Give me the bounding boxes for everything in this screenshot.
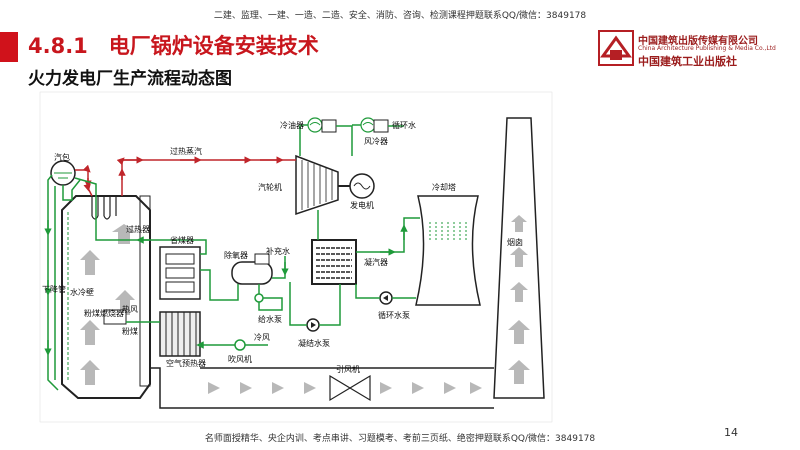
air-preheater (159, 311, 201, 357)
diagram-frame (39, 91, 553, 423)
slide-subtitle: 火力发电厂生产流程动态图 (28, 69, 232, 89)
label-blower: 吹风机 (228, 354, 252, 364)
label-generator: 发电机 (350, 200, 374, 210)
label-deaerator: 除氧器 (224, 250, 248, 260)
label-pulverized-coal: 粉煤 (122, 326, 138, 336)
label-circ-pump: 循环水泵 (378, 310, 410, 320)
page-number: 14 (724, 426, 738, 439)
publisher-name-calligraphy: 中国建筑工业出版社 (638, 55, 737, 68)
label-drum: 汽包 (54, 152, 70, 162)
condenser (311, 239, 357, 285)
steam-turbine (295, 154, 350, 216)
label-economizer: 省煤器 (170, 235, 194, 245)
cooling-tower (415, 195, 481, 306)
label-cooling-tower: 冷却塔 (432, 182, 456, 192)
label-cold-air: 冷风 (254, 332, 270, 342)
label-turbine: 汽轮机 (258, 182, 282, 192)
label-coal-burner: 粉煤燃烧器 (84, 308, 124, 318)
chimney (493, 117, 545, 399)
label-air-cooler: 风冷器 (364, 136, 388, 146)
label-hot-air: 热风 (122, 304, 138, 314)
label-induced-fan: 引风机 (336, 364, 360, 374)
deaerator (231, 253, 273, 285)
label-cond-pump: 凝结水泵 (298, 338, 330, 348)
label-superheater: 过热器 (126, 224, 150, 234)
label-chimney: 烟囱 (507, 237, 523, 247)
steam-drum (50, 160, 76, 186)
generator (349, 173, 375, 199)
label-water-wall: 水冷壁 (70, 287, 94, 297)
title-accent-bar (0, 32, 18, 62)
section-title: 4.8.1 电厂锅炉设备安装技术 (28, 34, 319, 58)
water-lines (44, 124, 420, 391)
label-superheated-steam: 过热蒸汽 (170, 146, 202, 156)
top-banner: 二建、监理、一建、一造、二造、安全、消防、咨询、检测课程押题联系QQ/微信：38… (213, 11, 587, 21)
label-makeup-water: 补充水 (266, 246, 290, 256)
label-circ-water: 循环水 (392, 120, 416, 130)
publisher-name-en: China Architecture Publishing & Media Co… (638, 45, 776, 52)
feed-pump (254, 293, 264, 303)
publisher-logo-icon (598, 30, 634, 66)
blower (234, 339, 246, 351)
oil-cooler (307, 117, 337, 133)
label-downcomer: 下降管 (42, 284, 66, 294)
bottom-banner: 名师面授精华、央企内训、考点串讲、习题模考、考前三页纸、绝密押题联系QQ/微信：… (204, 434, 596, 444)
air-cooler (360, 117, 389, 133)
label-air-preheater: 空气预热器 (166, 358, 206, 368)
economizer (159, 246, 201, 300)
label-condenser: 凝汽器 (364, 257, 388, 267)
label-oil-cooler: 冷油器 (280, 120, 304, 130)
flue-gas-duct (150, 367, 494, 409)
diagram-labels: 汽包 过热蒸汽 过热器 省煤器 除氧器 补充水 汽轮机 发电机 冷油器 风冷器 … (42, 120, 523, 374)
publisher-name-cn: 中国建筑出版传媒有限公司 (638, 36, 758, 47)
label-feed-pump: 给水泵 (258, 314, 282, 324)
